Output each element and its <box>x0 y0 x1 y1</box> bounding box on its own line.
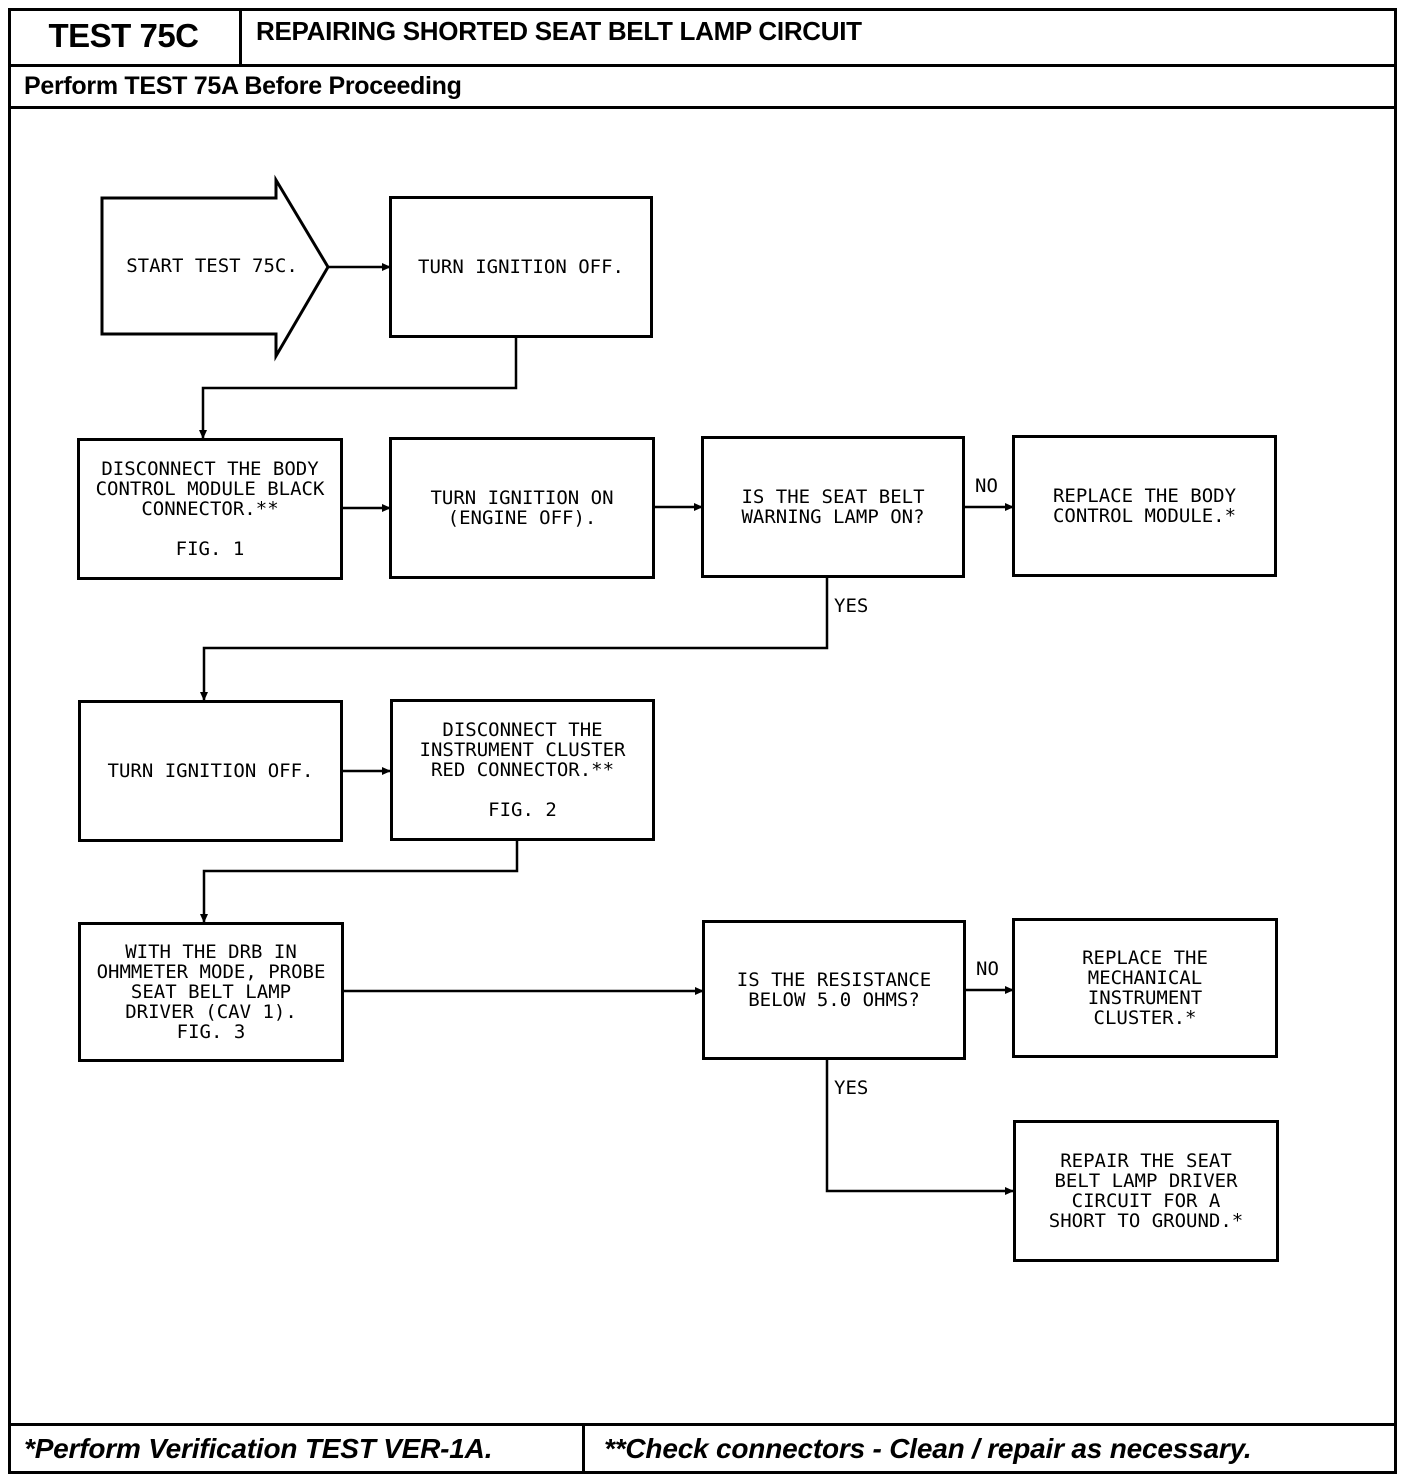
footnote-verification: *Perform Verification TEST VER-1A. <box>24 1433 493 1464</box>
step-disconnect-bcm-connector: DISCONNECT THE BODY CONTROL MODULE BLACK… <box>77 438 343 580</box>
result-replace-instrument-cluster: REPLACE THE MECHANICAL INSTRUMENT CLUSTE… <box>1012 918 1278 1058</box>
page-frame <box>8 8 1397 1474</box>
prerequisite-note: Perform TEST 75A Before Proceeding <box>24 72 462 100</box>
page-title: REPAIRING SHORTED SEAT BELT LAMP CIRCUIT <box>256 16 862 46</box>
connector-ignition-off-to-disconnect-bcm <box>199 338 518 439</box>
step-probe-lamp-driver: WITH THE DRB IN OHMMETER MODE, PROBE SEA… <box>78 922 344 1062</box>
footer-divider <box>8 1423 1397 1426</box>
decision-resistance-below-5: IS THE RESISTANCE BELOW 5.0 OHMS? <box>702 920 966 1060</box>
start-arrow: START TEST 75C. <box>126 255 298 277</box>
connector-resistance-decision-yes <box>825 1059 1014 1195</box>
connector-lamp-decision-yes <box>200 578 829 701</box>
branch-label-yes-2: YES <box>834 1077 869 1099</box>
test-id: TEST 75C <box>48 17 199 54</box>
title-divider <box>8 64 1397 67</box>
branch-label-no-1: NO <box>975 475 998 497</box>
step-turn-ignition-off-2: TURN IGNITION OFF. <box>78 700 343 842</box>
result-repair-short-to-ground: REPAIR THE SEAT BELT LAMP DRIVER CIRCUIT… <box>1013 1120 1279 1262</box>
subheader-divider <box>8 106 1397 109</box>
step-turn-ignition-off-1: TURN IGNITION OFF. <box>389 196 653 338</box>
footnote-check-connectors: **Check connectors - Clean / repair as n… <box>604 1433 1252 1464</box>
step-disconnect-instrument-cluster: DISCONNECT THE INSTRUMENT CLUSTER RED CO… <box>390 699 655 841</box>
footer-column-divider <box>582 1423 585 1474</box>
start-arrow-shape <box>100 174 330 362</box>
branch-label-no-2: NO <box>976 958 999 980</box>
result-replace-body-control-module: REPLACE THE BODY CONTROL MODULE.* <box>1012 435 1277 577</box>
step-turn-ignition-on: TURN IGNITION ON (ENGINE OFF). <box>389 437 655 579</box>
branch-label-yes-1: YES <box>834 595 869 617</box>
decision-seat-belt-lamp-on: IS THE SEAT BELT WARNING LAMP ON? <box>701 436 965 578</box>
connector-disconnect-cluster-to-probe <box>200 841 519 923</box>
